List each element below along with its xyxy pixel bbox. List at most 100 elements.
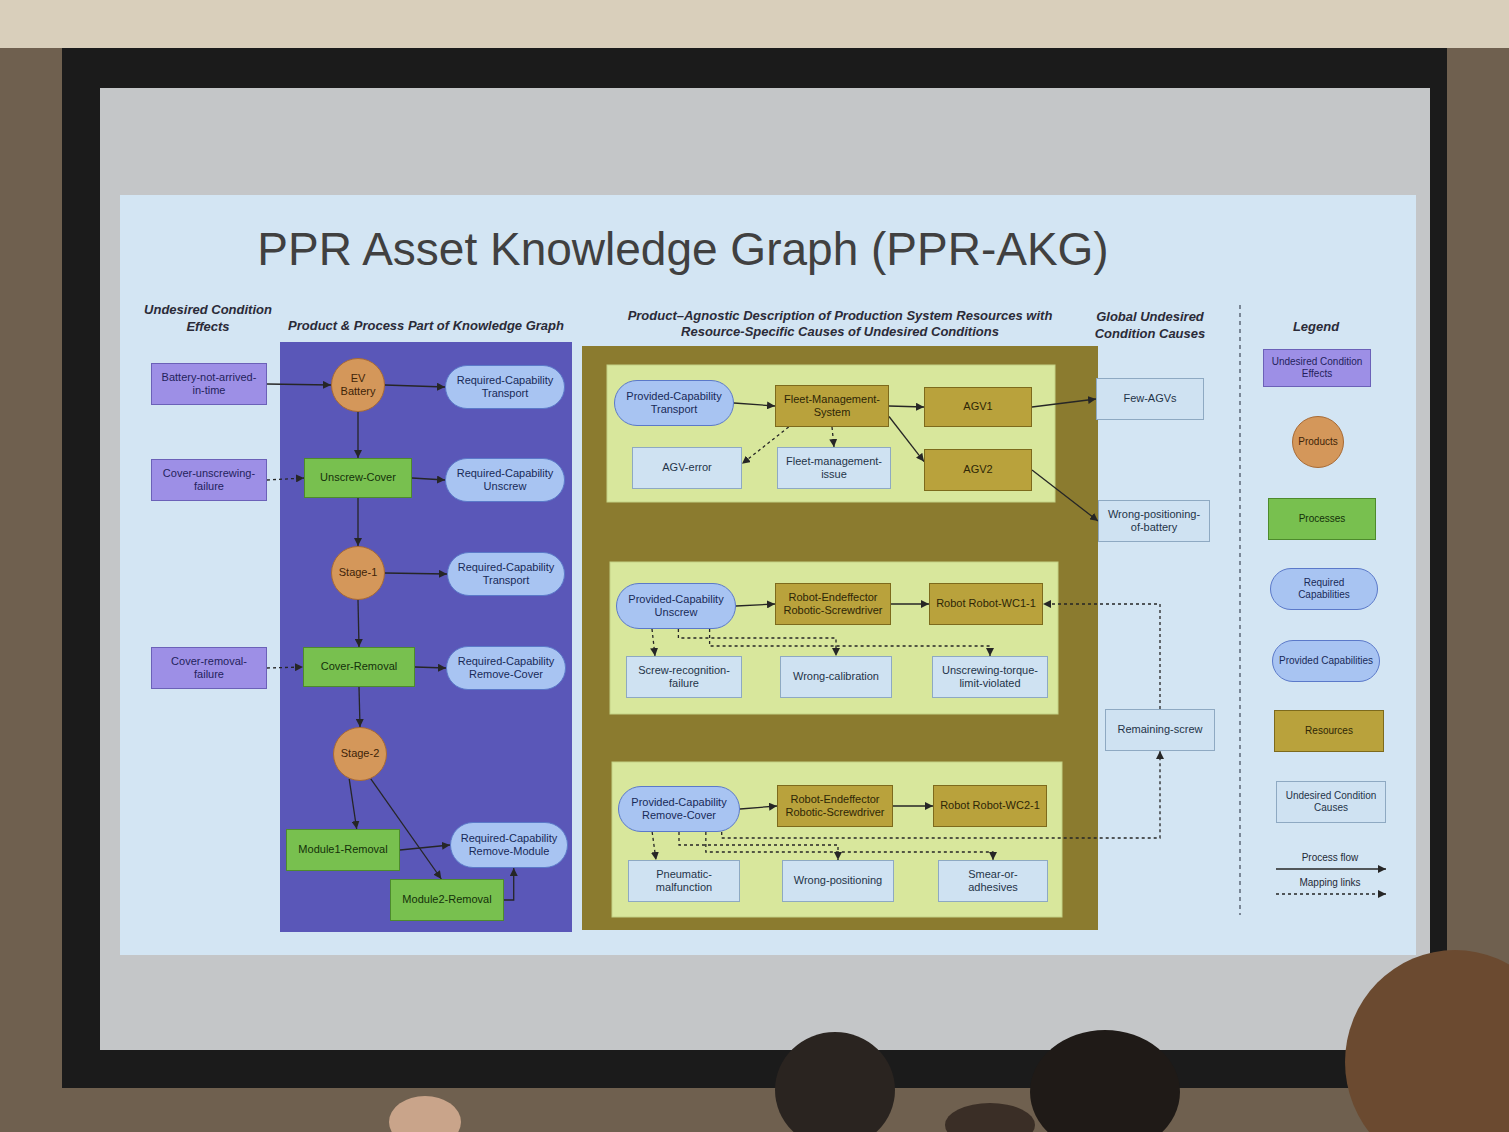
legend-entry: Process flow [1270, 850, 1390, 866]
graph-band: Product & Process Part of Knowledge Grap… [280, 342, 572, 932]
node-label: Screw-recognition-failure [632, 664, 736, 690]
connector [415, 667, 446, 668]
connector [891, 603, 929, 604]
node-label: AGV2 [963, 463, 992, 476]
node-label: Robot Robot-WC1-1 [936, 597, 1036, 610]
resource-box: Robot Robot-WC1-1 [929, 583, 1043, 625]
connector [357, 498, 358, 546]
capability-pill: Required-Capability Remove-Module [450, 822, 568, 868]
connector [740, 806, 777, 809]
resource-panel [612, 762, 1062, 917]
connector [722, 751, 1160, 838]
node-label: Required-Capability Transport [456, 561, 556, 587]
audience-head [775, 1032, 895, 1132]
resource-box: Fleet-Management-System [775, 385, 889, 427]
resource-box: Robot Robot-WC2-1 [933, 785, 1047, 827]
connector [889, 406, 924, 407]
legend-swatch: Undesired Condition Causes [1276, 781, 1386, 823]
capability-pill: Required-Capability Transport [447, 552, 565, 596]
process-box: Unscrew-Cover [304, 458, 412, 498]
node-label: Cover-Removal [321, 660, 397, 673]
connector [358, 600, 359, 647]
slide [120, 195, 1416, 955]
product-circle: EV Battery [331, 358, 385, 412]
legend-label: Processes [1299, 513, 1346, 525]
node-label: Robot-Endeffector Robotic-Screwdriver [783, 793, 887, 819]
cause-box: Few-AGVs [1096, 378, 1204, 420]
node-label: Wrong-positioning [794, 874, 882, 887]
connector [1032, 470, 1098, 521]
resource-box: AGV1 [924, 387, 1032, 427]
band-heading: Product & Process Part of Knowledge Grap… [251, 318, 601, 334]
node-label: Required-Capability Transport [454, 374, 556, 400]
band-fills [280, 342, 1098, 932]
capability-pill: Required-Capability Remove-Cover [446, 646, 566, 690]
connector [504, 868, 514, 900]
audience-head [1030, 1030, 1180, 1132]
node-label: Fleet-management-issue [783, 455, 885, 481]
connector [706, 832, 993, 860]
graph-band: Product–Agnostic Description of Producti… [582, 346, 1098, 930]
cause-box: Fleet-management-issue [777, 447, 891, 489]
legend-label: Process flow [1302, 852, 1359, 864]
process-box: Module2-Removal [390, 879, 504, 921]
connector [267, 667, 303, 668]
legend-swatch: Resources [1274, 710, 1384, 752]
node-label: Unscrew-Cover [320, 471, 396, 484]
node-label: Wrong-calibration [793, 670, 879, 683]
node-label: Provided-Capability Transport [623, 390, 725, 416]
cause-box: Smear-or-adhesives [938, 860, 1048, 902]
effect-box: Cover-unscrewing-failure [151, 459, 267, 501]
screen-surface [100, 88, 1430, 1050]
node-label: Remaining-screw [1118, 723, 1203, 736]
resource-box: AGV2 [924, 449, 1032, 491]
node-label: Stage-2 [341, 747, 380, 760]
connectors [267, 384, 1160, 900]
connector [889, 417, 924, 462]
cause-box: Pneumatic-malfunction [628, 860, 740, 902]
connector [652, 832, 656, 860]
legend-label: Undesired Condition Causes [1283, 790, 1379, 814]
connector [400, 845, 450, 850]
slide-title: PPR Asset Knowledge Graph (PPR-AKG) [183, 222, 1183, 277]
resource-panel [607, 365, 1055, 502]
node-label: Battery-not-arrived-in-time [157, 371, 261, 397]
product-circle: Stage-1 [331, 546, 385, 600]
legend-swatch: Required Capabilities [1270, 568, 1378, 610]
node-label: Required-Capability Remove-Module [459, 832, 559, 858]
legend-label: Provided Capabilities [1279, 655, 1373, 667]
cause-box: AGV-error [632, 447, 742, 489]
capability-pill: Provided-Capability Remove-Cover [618, 786, 740, 832]
audience-hair [1345, 950, 1509, 1132]
node-label: Required-Capability Unscrew [454, 467, 556, 493]
node-label: Unscrewing-torque-limit-violated [938, 664, 1042, 690]
node-label: Robot Robot-WC2-1 [940, 799, 1040, 812]
band-fill [582, 346, 1098, 930]
connector [385, 573, 447, 574]
process-flow-sample [1276, 868, 1386, 869]
connector [267, 384, 331, 385]
node-label: Provided-Capability Remove-Cover [627, 796, 731, 822]
capability-pill: Provided-Capability Unscrew [616, 583, 736, 629]
effect-box: Cover-removal-failure [151, 647, 267, 689]
legend-label: Resources [1305, 725, 1353, 737]
capability-pill: Required-Capability Unscrew [445, 458, 565, 502]
capability-pill: Provided-Capability Transport [614, 380, 734, 426]
connector [678, 629, 836, 656]
effect-box: Battery-not-arrived-in-time [151, 363, 267, 405]
column-heading: Legend [1276, 319, 1356, 336]
connector [893, 805, 933, 806]
resource-box: Robot-Endeffector Robotic-Screwdriver [777, 785, 893, 827]
cause-box: Wrong-positioning-of-battery [1098, 500, 1210, 542]
legend-entry: Mapping links [1270, 875, 1390, 891]
node-label: Smear-or-adhesives [944, 868, 1042, 894]
connector [359, 687, 360, 727]
audience-head [945, 1103, 1035, 1132]
connector [267, 478, 304, 480]
ceiling [0, 0, 1509, 48]
node-label: Module2-Removal [402, 893, 491, 906]
legend-swatch: Undesired Condition Effects [1263, 349, 1371, 387]
cause-box: Remaining-screw [1105, 709, 1215, 751]
